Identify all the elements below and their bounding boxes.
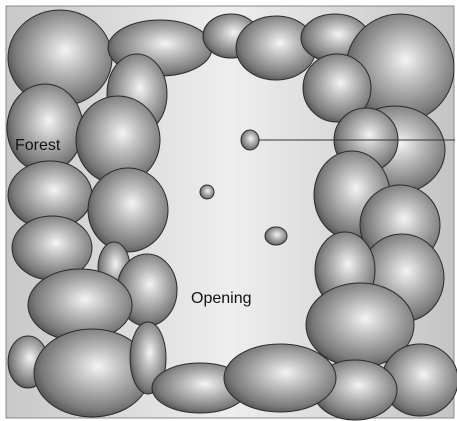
seedling [265, 227, 287, 245]
label-forest: Forest [15, 137, 61, 154]
tree-crown [88, 168, 168, 252]
tree-crown [7, 84, 83, 172]
label-opening: Opening [191, 290, 252, 307]
seedling [241, 130, 259, 150]
seedling [200, 185, 214, 199]
tree-crown [224, 344, 336, 412]
